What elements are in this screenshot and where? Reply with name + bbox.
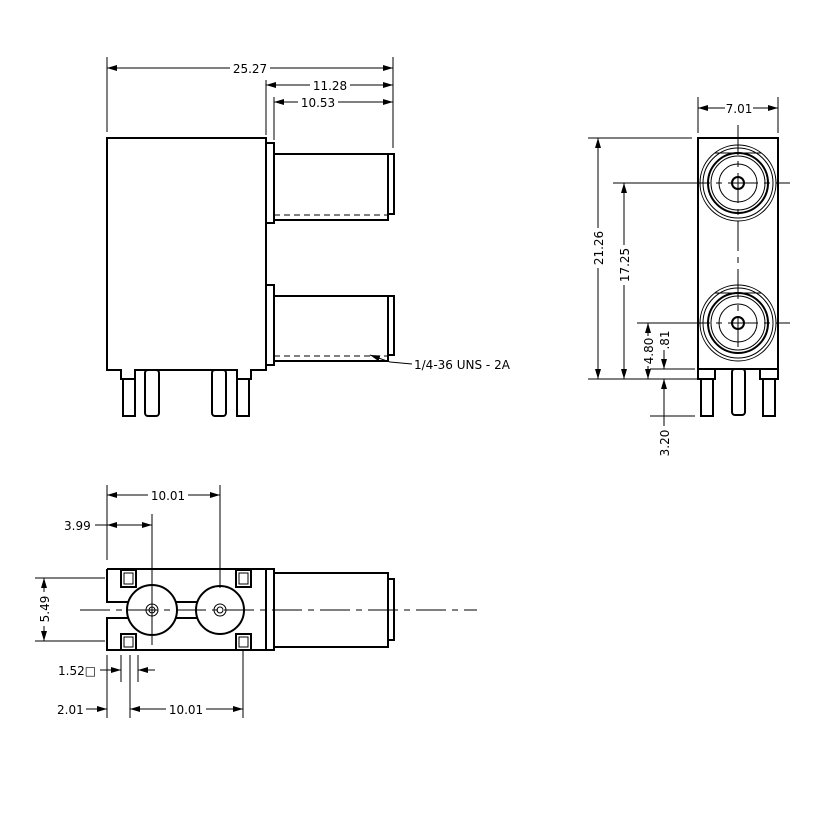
bottom-view: 10.01 3.99 5.49 1.52□ 2.01 10.01 xyxy=(35,485,477,718)
dim-overall-length: 25.27 xyxy=(233,62,267,76)
dim-width: 7.01 xyxy=(726,102,753,116)
dim-standoff: .81 xyxy=(658,330,672,349)
dim-barrel-flange-length: 11.28 xyxy=(313,79,347,93)
dim-pin-spacing-bottom: 10.01 xyxy=(169,703,203,717)
side-view: 25.27 11.28 10.53 1/4-36 UNS - 2A xyxy=(106,57,511,417)
lower-cap xyxy=(387,295,395,356)
dim-lower-center: 4.80 xyxy=(642,338,656,365)
dim-height: 21.26 xyxy=(592,231,606,265)
side-body xyxy=(106,137,267,380)
pin xyxy=(211,369,227,417)
pin xyxy=(144,369,160,417)
pin xyxy=(700,378,714,417)
dim-pin-length: 3.20 xyxy=(658,430,672,457)
thread-note: 1/4-36 UNS - 2A xyxy=(414,358,511,372)
dim-center-spacing: 17.25 xyxy=(618,248,632,282)
dim-pin-row-spacing: 5.49 xyxy=(38,596,52,623)
lower-barrel xyxy=(273,295,389,362)
dim-center-offset: 3.99 xyxy=(64,519,91,533)
pin xyxy=(731,368,746,416)
pin xyxy=(122,378,136,417)
upper-barrel xyxy=(273,153,389,221)
upper-cap xyxy=(387,153,395,215)
front-view: 7.01 21.26 17.25 4.80 .81 3.20 xyxy=(588,97,790,456)
lower-flange xyxy=(265,284,275,366)
pin xyxy=(236,378,250,417)
dim-pin-spacing-top: 10.01 xyxy=(151,489,185,503)
dim-barrel-length: 10.53 xyxy=(301,96,335,110)
dim-pin-offset: 2.01 xyxy=(57,703,84,717)
dim-pin-size: 1.52□ xyxy=(58,664,96,678)
upper-flange xyxy=(265,142,275,224)
pin xyxy=(762,378,776,417)
